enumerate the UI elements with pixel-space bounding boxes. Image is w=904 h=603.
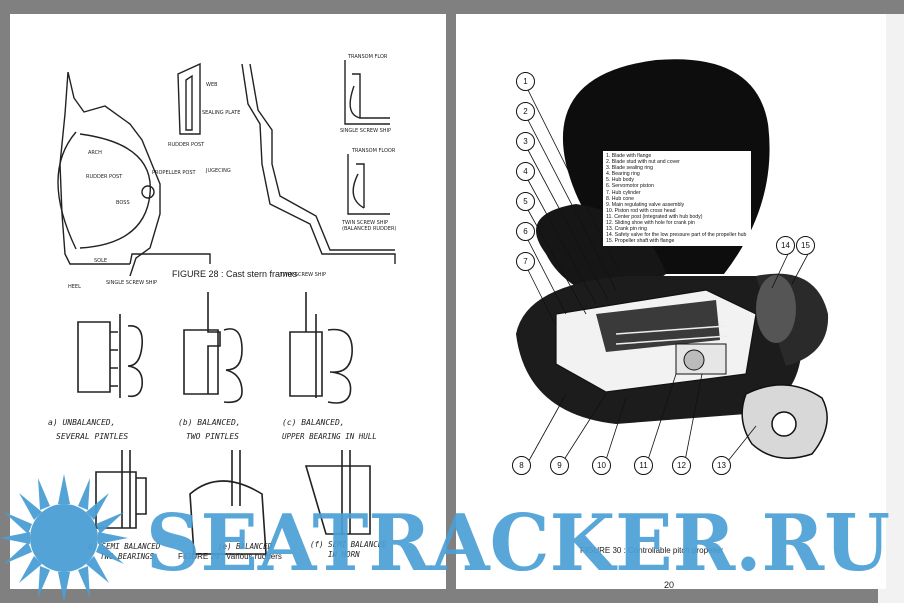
- legend-item: 6. Servomotor piston: [606, 183, 654, 190]
- callout-3: 3: [516, 132, 535, 151]
- legend-item: 13. Crank pin ring: [606, 226, 647, 233]
- label-twin-screw-balanced: TWIN SCREW SHIP (BALANCED RUDDER): [342, 220, 397, 232]
- legend-item: 11. Center post (integrated with hub bod…: [606, 213, 703, 220]
- figure-28-caption: FIGURE 28 : Cast stern frames: [172, 269, 298, 279]
- label-rudder-post: RUDDER POST: [86, 174, 123, 180]
- watermark-text: SEATRACKER.RU: [146, 498, 890, 589]
- rudder-c-label-1: (c) BALANCED,: [282, 418, 345, 427]
- legend-item: 3. Blade sealing ring: [606, 165, 654, 172]
- label-single-screw-right: SINGLE SCREW SHIP: [340, 128, 392, 134]
- legend-item: 5. Hub body: [606, 177, 634, 184]
- callout-6: 6: [516, 222, 535, 241]
- label-sole: SOLE: [94, 258, 108, 264]
- sun-icon: [0, 474, 128, 602]
- legend-item: 10. Piston rod with cross head: [606, 207, 676, 214]
- legend-item: 1. Blade with flange: [606, 153, 652, 159]
- rudder-a-label-2: SEVERAL PINTLES: [56, 432, 129, 441]
- rudder-b-label-2: TWO PINTLES: [186, 432, 239, 441]
- label-sealing-plate: SEALING PLATE: [202, 110, 241, 116]
- rudder-d-label-2: TWO BEARINGS: [100, 552, 155, 561]
- right-page: 1. Blade with flange 2. Blade stud with …: [456, 14, 886, 589]
- legend-item: 14. Safety valve for the low pressure pa…: [606, 232, 747, 239]
- label-heel: HEEL: [68, 284, 81, 290]
- callout-1: 1: [516, 72, 535, 91]
- callout-5: 5: [516, 192, 535, 211]
- label-jugecing: JUGECING: [206, 168, 231, 174]
- rudder-c-label-2: UPPER BEARING IN HULL: [282, 432, 377, 441]
- callout-7: 7: [516, 252, 535, 271]
- figure-29-caption: FIGURE 29 : Various rudders: [178, 552, 282, 561]
- legend-item: 7. Hub cylinder: [606, 189, 641, 196]
- label-transom-floor-top: TRANSOM FLOR: [348, 54, 388, 60]
- label-web: WEB: [206, 82, 218, 88]
- label-rudder-post-mid: RUDDER POST: [168, 142, 205, 148]
- callout-2: 2: [516, 102, 535, 121]
- callout-15: 15: [796, 236, 815, 255]
- callout-12: 12: [672, 456, 691, 475]
- callout-13: 13: [712, 456, 731, 475]
- legend-item: 2. Blade stud with nut and cover: [606, 159, 680, 166]
- legend-item: 8. Hub cone: [606, 195, 634, 202]
- label-propeller-post: PROPELLER POST: [152, 170, 196, 176]
- label-twin-screw: TWIN SCREW SHIP: [280, 272, 327, 278]
- left-page: ARCH RUDDER POST PROPELLER POST BOSS SOL…: [10, 14, 446, 589]
- rudder-a-label-1: a) UNBALANCED,: [48, 418, 116, 427]
- rudder-f-label-2: IN HORN: [328, 550, 360, 559]
- callout-14: 14: [776, 236, 795, 255]
- callout-11: 11: [634, 456, 653, 475]
- label-single-screw: SINGLE SCREW SHIP: [106, 280, 158, 286]
- page-number: 20: [664, 580, 675, 589]
- legend-item: 4. Bearing ring: [606, 171, 640, 178]
- callout-8: 8: [512, 456, 531, 475]
- rudder-e-label: (e) BALANCED: [218, 542, 273, 551]
- figure-30-caption: FIGURE 30 : Controllable pitch propeller: [580, 546, 724, 555]
- rudder-d-label-1: d) SEMI BALANCED: [88, 542, 161, 551]
- label-arch: ARCH: [88, 150, 102, 156]
- stern-frames-drawing: [57, 60, 396, 555]
- rudder-b-label-1: (b) BALANCED,: [178, 418, 241, 427]
- legend-item: 15. Propeller shaft with flange: [606, 238, 675, 245]
- legend-item: 9. Main regulating valve assembly: [606, 201, 685, 208]
- label-boss: BOSS: [116, 200, 130, 206]
- label-transom-floor-bottom: TRANSOM FLOOR: [352, 148, 396, 154]
- propeller-legend: 1. Blade with flange 2. Blade stud with …: [603, 151, 751, 247]
- callout-9: 9: [550, 456, 569, 475]
- rudder-f-label-1: (f) SEMI BALANCED: [310, 540, 387, 549]
- callout-10: 10: [592, 456, 611, 475]
- legend-item: 12. Sliding shoe with hole for crank pin: [606, 220, 695, 227]
- callout-4: 4: [516, 162, 535, 181]
